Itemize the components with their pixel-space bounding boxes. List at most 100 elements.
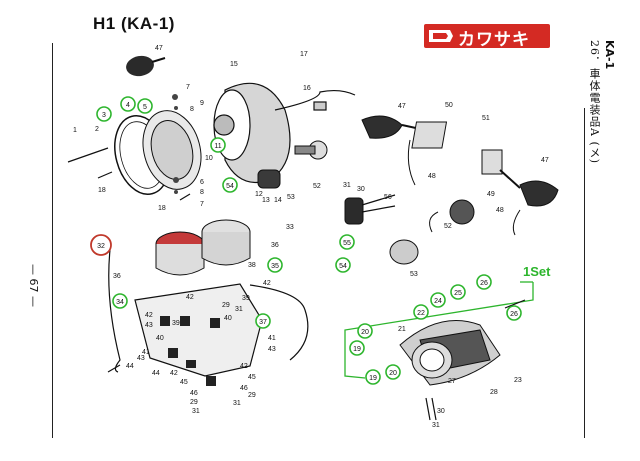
svg-text:31: 31 [192,408,200,415]
svg-text:34: 34 [116,299,124,306]
tail-light-lens [411,341,453,379]
svg-text:36: 36 [113,273,121,280]
svg-text:42: 42 [170,370,178,377]
kawasaki-logo: カワサキ [424,24,550,50]
svg-text:33: 33 [286,224,294,231]
svg-text:56: 56 [384,194,392,201]
svg-text:13: 13 [262,197,270,204]
svg-text:41: 41 [142,349,150,356]
svg-text:18: 18 [98,187,106,194]
svg-text:27: 27 [448,378,456,385]
svg-text:8: 8 [190,106,194,113]
svg-text:44: 44 [126,363,134,370]
svg-text:51: 51 [482,115,490,122]
svg-text:7: 7 [200,201,204,208]
svg-text:35: 35 [271,263,279,270]
left-margin-rule [52,43,53,438]
svg-text:52: 52 [313,183,321,190]
svg-text:3: 3 [102,112,106,119]
svg-text:26: 26 [480,280,488,287]
svg-text:52: 52 [444,223,452,230]
svg-text:31: 31 [233,400,241,407]
right-signal-upper [361,115,448,149]
svg-text:39: 39 [172,320,180,327]
headlight-lens [142,110,202,190]
svg-text:45: 45 [180,379,188,386]
speedometer [155,231,205,276]
right-margin-rule [584,108,585,438]
tachometer [201,219,251,266]
svg-text:23: 23 [514,377,522,384]
svg-text:29: 29 [190,399,198,406]
svg-text:47: 47 [155,45,163,52]
svg-text:40: 40 [156,335,164,342]
svg-text:15: 15 [230,61,238,68]
svg-text:40: 40 [224,315,232,322]
signal-wiring [407,139,521,236]
svg-text:9: 9 [200,100,204,107]
svg-text:1: 1 [73,127,77,134]
headlight-screws [172,94,179,194]
headlight-wire [274,89,356,111]
svg-text:43: 43 [268,346,276,353]
green-callouts [96,96,522,385]
svg-text:39: 39 [242,295,250,302]
svg-text:48: 48 [496,207,504,214]
set-group-box [344,281,534,379]
svg-text:43: 43 [137,355,145,362]
svg-text:19: 19 [353,346,361,353]
svg-text:18: 18 [158,205,166,212]
headlight-bolts [67,147,191,201]
svg-text:6: 6 [200,179,204,186]
svg-text:41: 41 [268,335,276,342]
svg-text:11: 11 [214,143,221,150]
meter-bracket [134,283,263,377]
svg-text:28: 28 [490,389,498,396]
svg-text:47: 47 [398,103,406,110]
svg-text:30: 30 [357,186,365,193]
svg-text:7: 7 [186,84,190,91]
svg-text:42: 42 [240,363,248,370]
meter-grommets [160,316,220,386]
svg-text:17: 17 [300,51,308,58]
svg-text:42: 42 [186,294,194,301]
svg-text:2: 2 [95,126,99,133]
svg-text:20: 20 [361,329,369,336]
svg-text:55: 55 [343,240,351,247]
svg-text:43: 43 [145,322,153,329]
svg-text:21: 21 [398,326,406,333]
small-flasher [257,140,328,189]
svg-text:31: 31 [432,422,440,429]
svg-text:54: 54 [339,263,347,270]
svg-text:30: 30 [437,408,445,415]
svg-text:49: 49 [487,191,495,198]
svg-text:44: 44 [152,370,160,377]
svg-text:4: 4 [126,102,130,109]
svg-text:31: 31 [343,182,351,189]
page-number: — 67 — [27,264,40,307]
red-callout [90,234,112,256]
svg-text:54: 54 [226,183,234,190]
tail-screws [425,299,526,421]
svg-text:26: 26 [510,311,518,318]
one-set-label: 1Set [523,264,551,279]
svg-text:50: 50 [445,102,453,109]
svg-text:46: 46 [190,390,198,397]
svg-text:42: 42 [263,280,271,287]
svg-text:38: 38 [248,262,256,269]
svg-text:29: 29 [248,392,256,399]
svg-text:37: 37 [259,319,267,326]
svg-text:47: 47 [541,157,549,164]
svg-text:20: 20 [389,370,397,377]
section-title: 26．車体電装品A (メ) [588,40,601,165]
flasher-relay [344,194,475,265]
headlight-shell [213,82,291,184]
svg-text:36: 36 [271,242,279,249]
svg-text:42: 42 [145,312,153,319]
svg-text:8: 8 [200,189,204,196]
svg-text:32: 32 [97,243,105,250]
upper-left-signal [126,55,166,77]
logo-emblem-icon [429,30,453,42]
